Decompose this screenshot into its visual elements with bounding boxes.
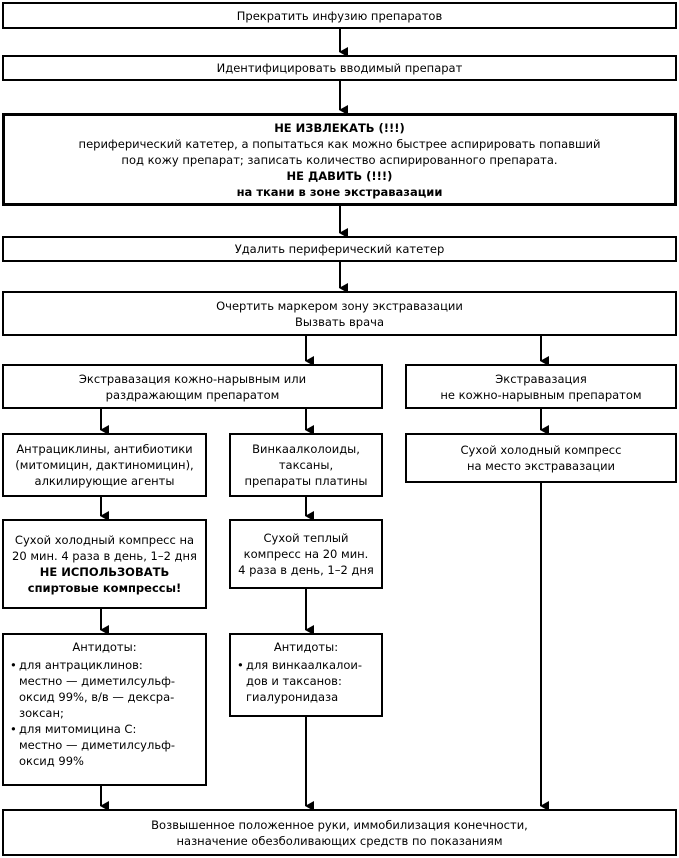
step-mark-zone: Очертить маркером зону экстравазации Выз… (2, 291, 677, 336)
aspirate-instruction-2: под кожу препарат; записать количество а… (121, 152, 558, 167)
group-vinca-alkaloids: Винкаалколоиды, таксаны, препараты плати… (229, 433, 383, 497)
step-stop-infusion: Прекратить инфузию препаратов (2, 2, 677, 29)
antidote-anthra-line: оксид 99%, в/в — дексра- (19, 690, 175, 704)
antidotes-vinca: Антидоты: для винкаалкалои- дов и таксан… (229, 633, 383, 717)
warning-do-not-remove: НЕ ИЗВЛЕКАТЬ (!!!) (274, 120, 405, 135)
antidote-mitomycin-line: оксид 99% (19, 754, 84, 768)
mark-zone-text: Очертить маркером зону экстравазации (216, 298, 463, 313)
cold-compress-left-line-2: 20 мин. 4 раза в день, 1–2 дня (12, 549, 197, 563)
group-anthracyclines-line-2: (митомицин, дактиномицин), (15, 458, 194, 472)
warm-compress-line-1: Сухой теплый (263, 531, 349, 545)
cold-compress-left-warning-detail: спиртовые компрессы! (27, 581, 182, 595)
group-anthracyclines-line-1: Антрациклины, антибиотики (16, 442, 193, 456)
antidotes-left-title: Антидоты: (72, 640, 137, 654)
group-anthracyclines: Антрациклины, антибиотики (митомицин, да… (2, 433, 207, 497)
final-step-line-2: назначение обезболивающих средств по пок… (176, 833, 503, 848)
cold-compress-left-line-1: Сухой холодный компресс на (14, 533, 195, 547)
cold-compress-left-warning: НЕ ИСПОЛЬЗОВАТЬ (39, 565, 170, 579)
step-identify-drug-text: Идентифицировать вводимый препарат (216, 61, 463, 75)
warm-compress-vinca: Сухой теплый компресс на 20 мин. 4 раза … (229, 519, 383, 589)
warm-compress-line-3: 4 раза в день, 1–2 дня (238, 563, 374, 577)
cold-compress-right-line-1: Сухой холодный компресс (460, 443, 622, 457)
branch-nonirritant-line-1: Экстравазация (495, 371, 587, 386)
warning-do-not-press: НЕ ДАВИТЬ (!!!) (286, 168, 393, 183)
final-step-line-1: Возвышенное положенное руки, иммобилизац… (151, 817, 528, 832)
cold-compress-right-line-2: на место экстравазации (466, 459, 616, 473)
group-vinca-line-1: Винкаалколоиды, (252, 442, 360, 456)
step-do-not-remove: НЕ ИЗВЛЕКАТЬ (!!!) периферический катете… (2, 113, 677, 206)
final-step-elevate-limb: Возвышенное положенное руки, иммобилизац… (2, 809, 677, 856)
branch-irritant-line-2: раздражающим препаратом (105, 387, 280, 402)
antidotes-anthracyclines: Антидоты: для антрациклинов: местно — ди… (2, 633, 207, 786)
antidote-vinca-line: гиалуронидаза (246, 690, 339, 704)
antidote-mitomycin-item: для митомицина С: (10, 721, 199, 737)
branch-irritant-line-1: Экстравазация кожно-нарывным или (78, 371, 307, 386)
antidote-mitomycin-line: местно — диметилсульф- (19, 738, 176, 752)
antidote-anthra-line: зоксан; (19, 706, 64, 720)
branch-irritant-extravasation: Экстравазация кожно-нарывным или раздраж… (2, 364, 383, 409)
aspirate-instruction-1: периферический катетер, а попытаться как… (78, 136, 601, 151)
warning-do-not-press-detail: на ткани в зоне экстравазации (236, 184, 443, 199)
antidote-vinca-line: дов и таксанов: (246, 674, 342, 688)
call-doctor-text: Вызвать врача (294, 314, 384, 329)
group-vinca-line-2: таксаны, (278, 458, 334, 472)
step-remove-catheter-text: Удалить периферический катетер (234, 242, 445, 256)
cold-compress-anthracyclines: Сухой холодный компресс на 20 мин. 4 раз… (2, 519, 207, 609)
branch-nonirritant-line-2: не кожно-нарывным препаратом (440, 387, 642, 402)
group-vinca-line-3: препараты платины (244, 474, 368, 488)
cold-compress-nonirritant: Сухой холодный компресс на место экстрав… (405, 433, 677, 483)
antidotes-mid-title: Антидоты: (273, 640, 339, 654)
group-anthracyclines-line-3: алкилирующие агенты (34, 474, 175, 488)
antidote-anthra-item: для антрациклинов: (10, 657, 199, 673)
step-remove-catheter: Удалить периферический катетер (2, 236, 677, 262)
step-identify-drug: Идентифицировать вводимый препарат (2, 55, 677, 81)
antidote-vinca-item: для винкаалкалои- (237, 657, 375, 673)
warm-compress-line-2: компресс на 20 мин. (243, 547, 369, 561)
antidote-anthra-line: местно — диметилсульф- (19, 674, 176, 688)
branch-nonirritant-extravasation: Экстравазация не кожно-нарывным препарат… (405, 364, 677, 409)
step-stop-infusion-text: Прекратить инфузию препаратов (236, 8, 443, 23)
